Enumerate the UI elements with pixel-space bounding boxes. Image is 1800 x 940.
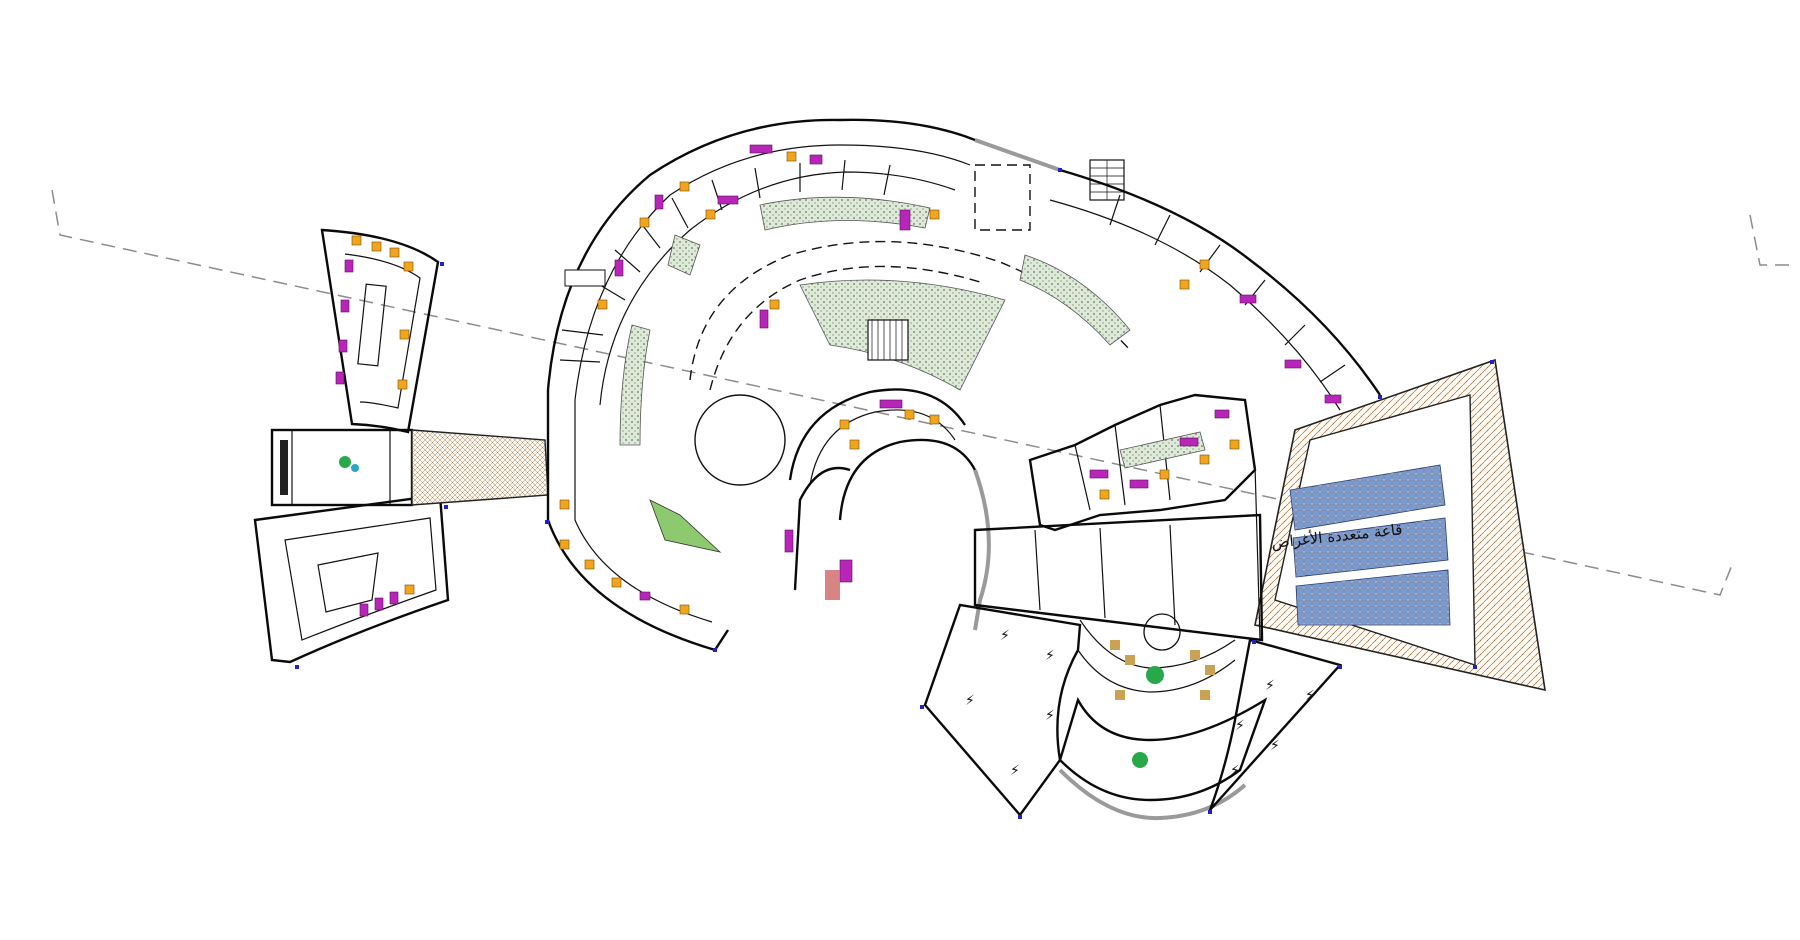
svg-text:⚡: ⚡: [1045, 708, 1055, 724]
main-building: [546, 118, 1131, 652]
inner-spiral: [784, 388, 991, 631]
svg-text:⚡: ⚡: [965, 693, 975, 709]
green-feature: [1132, 752, 1148, 768]
svg-text:⚡: ⚡: [1270, 738, 1280, 754]
dashed-axis: [51, 189, 1790, 596]
green-feature: [1146, 666, 1164, 684]
column-marker: [295, 168, 1494, 819]
south-wing: ⚡ ⚡ ⚡ ⚡ ⚡ ⚡ ⚡ ⚡ ⚡ ⚡: [923, 603, 1343, 821]
furniture-block: [359, 584, 415, 617]
right-block: [1028, 168, 1381, 532]
auditorium: قاعة متعددة الأغراض: [1254, 358, 1546, 692]
landscape-hatch: [667, 234, 701, 276]
furniture-block: [1179, 259, 1342, 404]
furniture-block: [784, 399, 940, 600]
svg-text:⚡: ⚡: [1265, 678, 1275, 694]
south-corridor: [973, 513, 1264, 642]
svg-text:⚡: ⚡: [1045, 648, 1055, 664]
furniture-block: [335, 235, 414, 390]
furniture-block: [1089, 409, 1240, 500]
landscape-hatch: [619, 324, 651, 446]
svg-text:⚡: ⚡: [1000, 628, 1010, 644]
landscape-hatch: [1019, 254, 1131, 346]
svg-text:⚡: ⚡: [1305, 688, 1315, 704]
bridge: [411, 429, 549, 506]
stair-icon: [867, 159, 1125, 361]
svg-text:⚡: ⚡: [1230, 763, 1240, 779]
furniture-block: [559, 144, 940, 615]
green-feature: [649, 499, 722, 553]
landscape-hatch: [1119, 431, 1206, 469]
green-feature: [339, 456, 351, 468]
svg-text:⚡: ⚡: [1235, 718, 1245, 734]
landscape-hatch: [759, 196, 931, 231]
svg-text:⚡: ⚡: [1010, 763, 1020, 779]
seating-block: [1289, 464, 1451, 626]
furniture-block: [1110, 640, 1215, 700]
